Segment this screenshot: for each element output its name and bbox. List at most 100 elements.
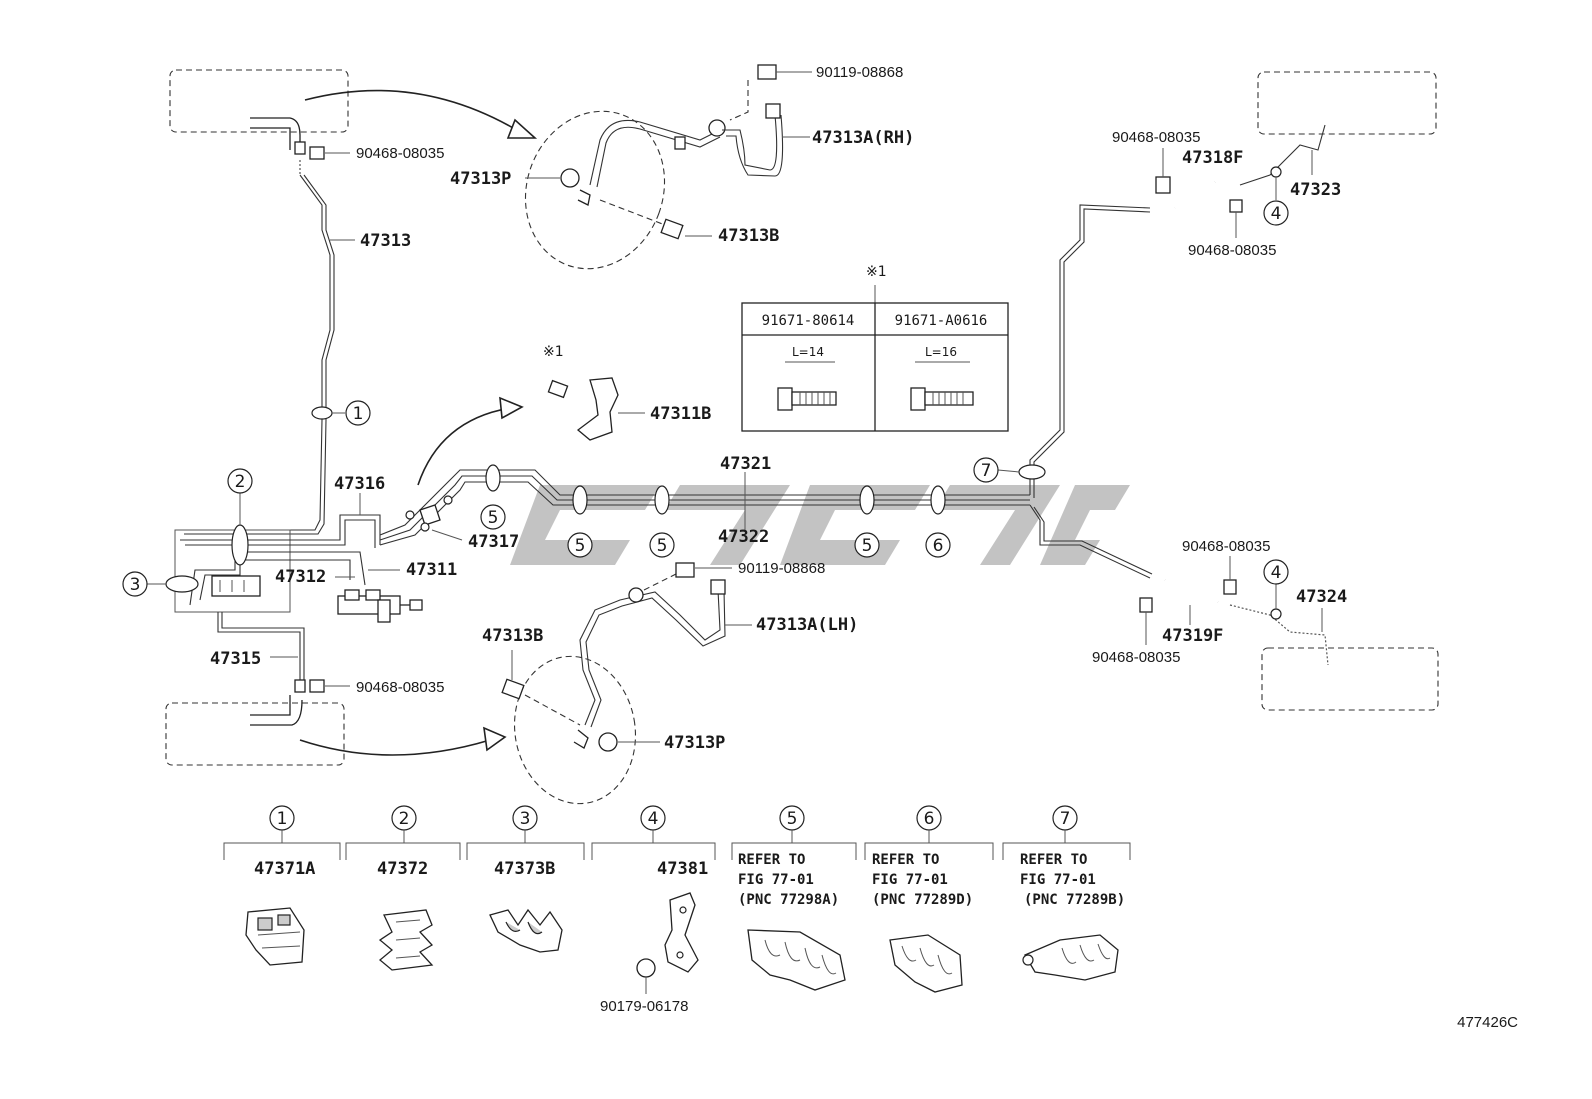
hose-bracket	[708, 119, 726, 137]
part-label-47316: 47316	[334, 474, 385, 494]
clip-90468-tr1	[1155, 176, 1171, 194]
arrowhead	[506, 118, 538, 139]
legend-part-47371A: 47371A	[254, 859, 315, 879]
clamp-77298A-icon	[747, 929, 846, 991]
pipe-47323	[1239, 124, 1326, 186]
bolt-90119-top	[757, 64, 777, 80]
dashed-leader	[524, 694, 581, 726]
legend-callout-6-num: 6	[924, 809, 935, 829]
legend-7-ref2: FIG 77-01	[1020, 872, 1096, 888]
clamp-77289B-icon	[1022, 934, 1119, 981]
bolt-90119-mid	[675, 562, 695, 578]
callout-2-num: 2	[235, 472, 246, 492]
callout-7-num: 7	[981, 461, 992, 481]
part-label-90468-tl: 90468-08035	[356, 145, 444, 162]
watermark-logo	[510, 485, 1130, 565]
clamp-47371A-icon	[245, 907, 305, 966]
bolt-47313B-top	[660, 218, 684, 240]
pipe-to-47318F-2	[1033, 208, 1151, 498]
star-note-table: ※1	[866, 264, 887, 280]
arrowhead	[499, 396, 524, 420]
clip-90468-r2	[1139, 597, 1153, 613]
callout-6-num: 6	[933, 536, 944, 556]
bolt-icon-l16	[910, 387, 974, 411]
actuator-block	[211, 575, 261, 597]
hose-bracket-lh	[628, 587, 644, 603]
bracket-47381-icon	[664, 892, 699, 973]
fitting	[294, 141, 306, 155]
legend-6-ref2: FIG 77-01	[872, 872, 948, 888]
star-note-bracket: ※1	[543, 344, 564, 360]
part-label-47313A-LH: 47313A(LH)	[756, 615, 858, 635]
clamp-77289D-icon	[889, 934, 963, 993]
pipe-47313	[180, 174, 331, 531]
clamp-7-marker	[1018, 464, 1046, 480]
legend-7-ref3: (PNC 77289B)	[1024, 892, 1125, 908]
leader	[997, 469, 1020, 473]
callout-5a-num: 5	[488, 508, 499, 528]
bracket-47311B	[576, 377, 619, 441]
legend-5-ref3: (PNC 77298A)	[738, 892, 839, 908]
clamp-6-marker	[930, 485, 946, 515]
part-label-47311B: 47311B	[650, 404, 711, 424]
clamp-1-marker	[311, 406, 333, 420]
figure-code: 477426C	[1457, 1014, 1518, 1031]
callout-4a	[1263, 200, 1289, 226]
clip-90468-bl	[309, 679, 325, 693]
part-label-47313: 47313	[360, 231, 411, 251]
legend-callout-5-num: 5	[787, 809, 798, 829]
part-label-90468-bl: 90468-08035	[356, 679, 444, 696]
nut-90179-icon	[636, 958, 656, 978]
bolt-table-length-2: L=16	[925, 345, 957, 359]
part-label-90468-tr1: 90468-08035	[1112, 129, 1200, 146]
part-label-90119-mid: 90119-08868	[738, 560, 825, 577]
dashed-leader	[643, 573, 677, 591]
hose-47313A-RH	[722, 114, 778, 171]
callout-5a	[480, 504, 506, 530]
hose-ring	[674, 136, 686, 150]
front-right-pipe-fitting	[250, 695, 303, 726]
part-label-47324: 47324	[1296, 587, 1347, 607]
callout-1-num: 1	[353, 404, 364, 424]
hose-47313A-LH	[579, 589, 721, 726]
clip-90468-r1	[1223, 579, 1237, 595]
pipe-to-47319F	[1029, 504, 1151, 579]
part-label-47313P-bot: 47313P	[664, 733, 725, 753]
callout-5c	[649, 532, 675, 558]
clamp-47373B-icon	[489, 908, 563, 953]
fitting	[443, 495, 453, 505]
banjo-fitting	[577, 189, 591, 206]
front-right-caliper-box	[165, 702, 345, 766]
legend-callout-7-num: 7	[1060, 809, 1071, 829]
callout-3	[122, 571, 148, 597]
part-label-47317: 47317	[468, 532, 519, 552]
callout-7	[973, 457, 999, 483]
bolt-table-part-2: 91671-A0616	[895, 313, 988, 329]
hose-inner	[1163, 577, 1220, 605]
legend-part-90179-06178: 90179-06178	[600, 998, 688, 1015]
hose-end-fitting	[765, 103, 781, 119]
banjo-fitting	[573, 729, 589, 749]
clamp-5-marker-a	[485, 464, 501, 492]
master-cylinder	[337, 589, 423, 623]
pipe-47316-2	[185, 519, 376, 548]
bolt-star1	[547, 379, 569, 399]
arrow-to-lh-hose	[299, 739, 491, 756]
clamp-4-marker-b	[1270, 608, 1282, 620]
part-label-47318F: 47318F	[1182, 148, 1243, 168]
bolt-table-part-1: 91671-80614	[762, 313, 855, 329]
hose-47313A-RH-pipe	[589, 119, 721, 186]
hose-47313A-LH-2	[585, 589, 726, 728]
callout-4b-num: 4	[1271, 563, 1282, 583]
clip-90468-tr2	[1229, 199, 1243, 213]
callout-5d	[854, 532, 880, 558]
pipe-47312	[199, 559, 351, 601]
part-label-90468-tr2: 90468-08035	[1188, 242, 1276, 259]
gasket-47313P-bot	[598, 732, 618, 752]
part-label-47312: 47312	[275, 567, 326, 587]
arrowhead	[483, 726, 507, 752]
legend-6-ref3: (PNC 77289D)	[872, 892, 973, 908]
legend-5-ref2: FIG 77-01	[738, 872, 814, 888]
